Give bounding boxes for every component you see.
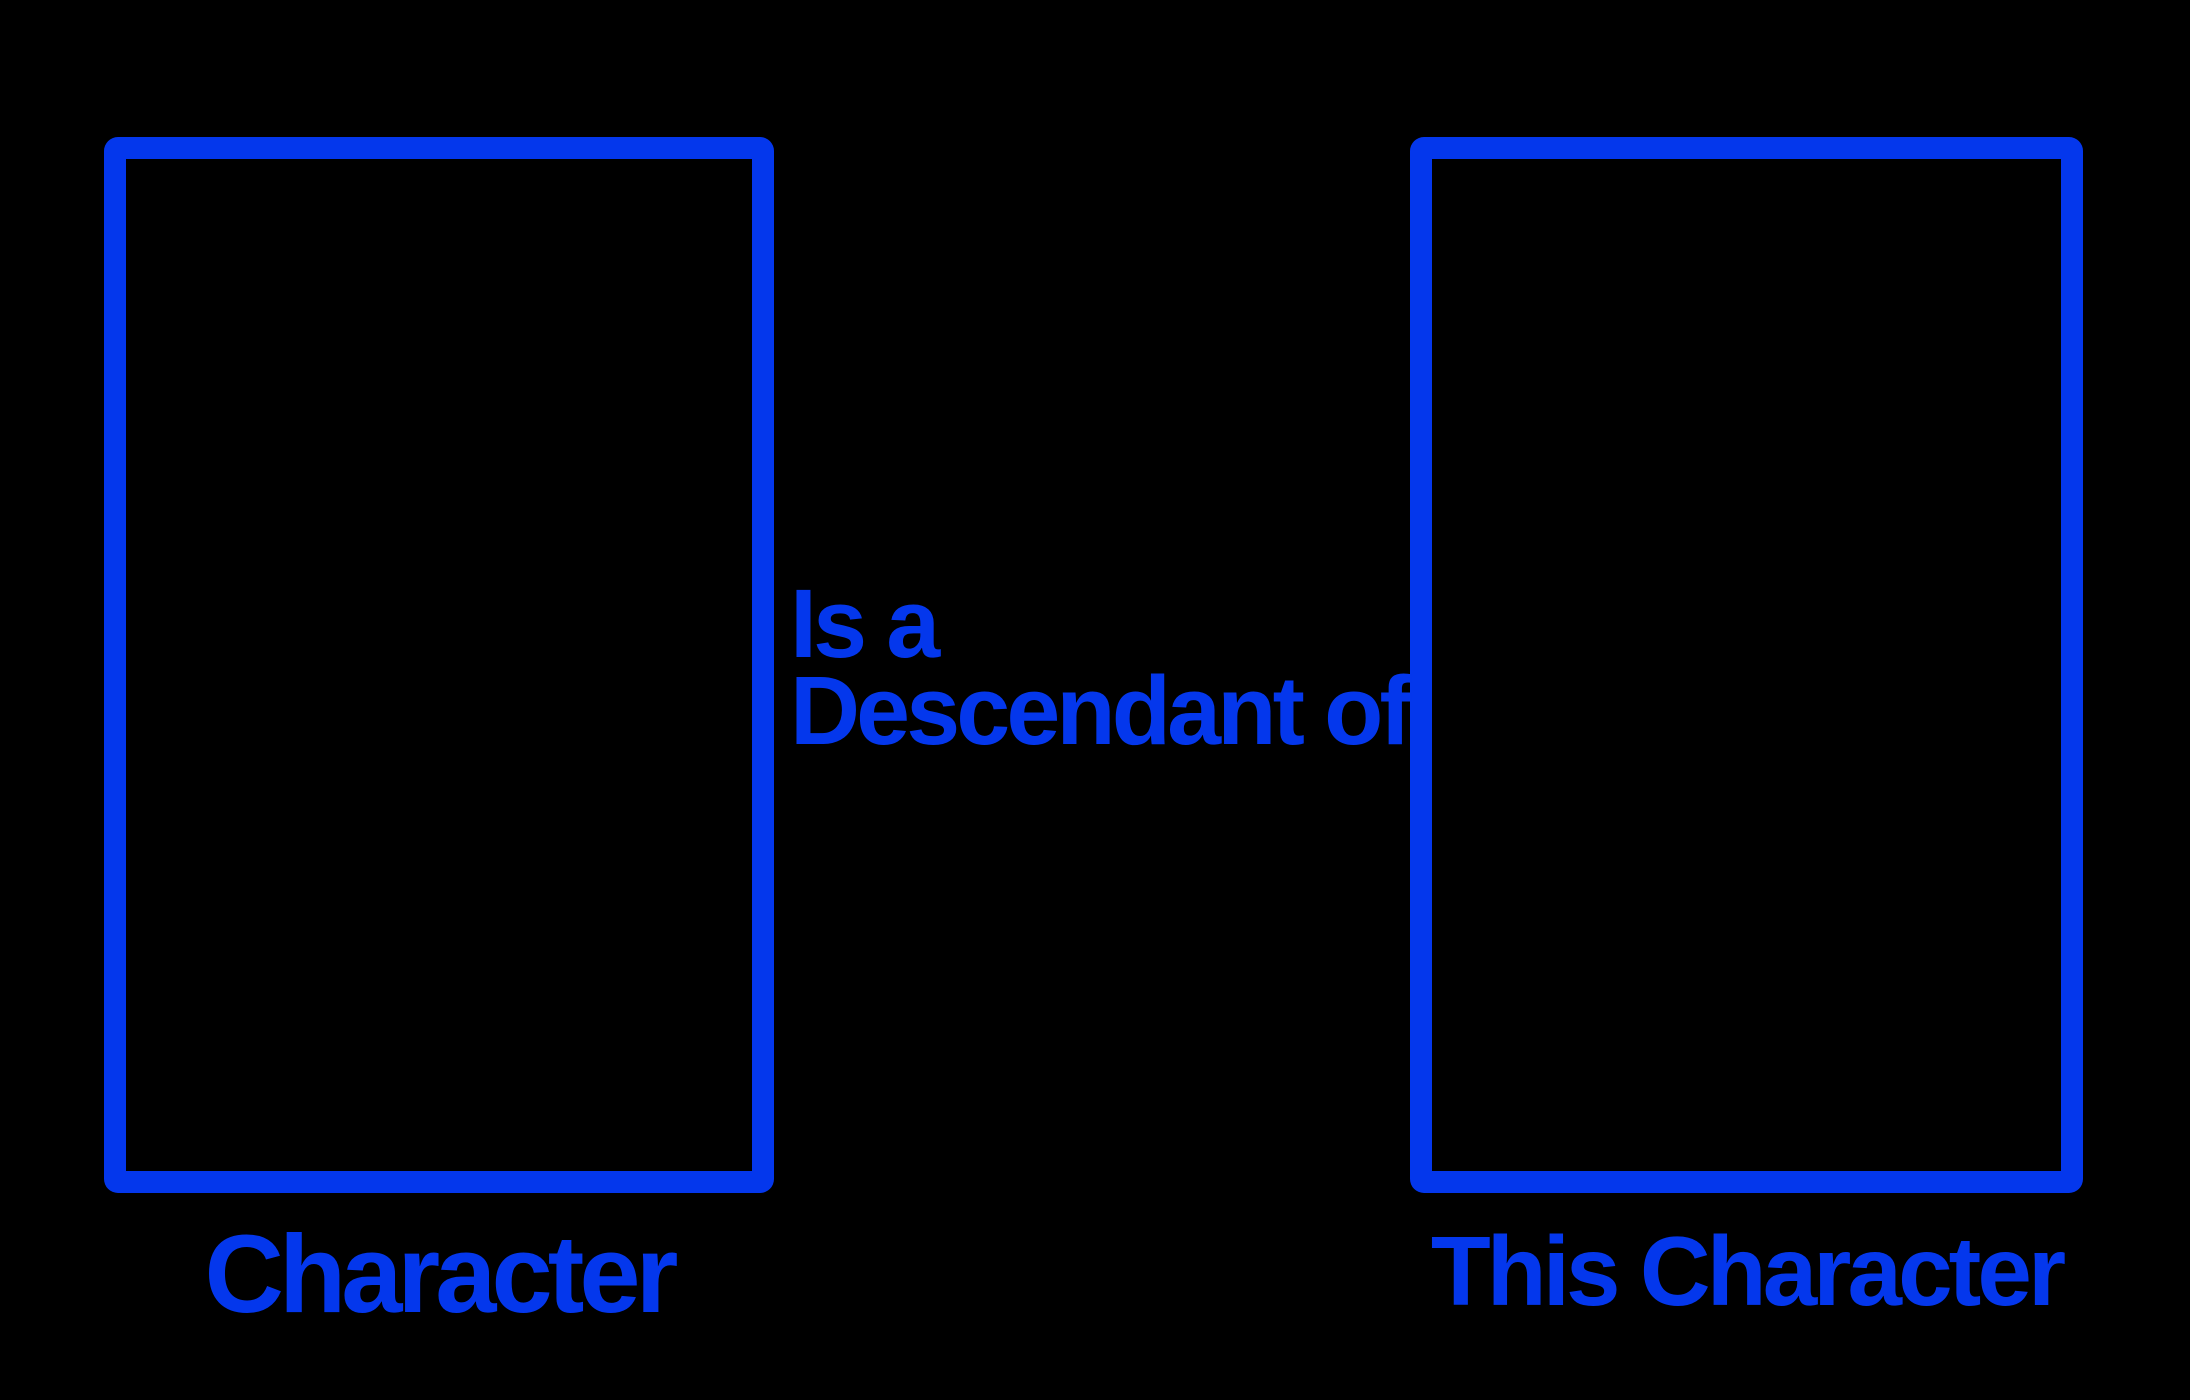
relationship-line1: Is a bbox=[790, 569, 940, 678]
left-character-placeholder-box bbox=[104, 137, 774, 1193]
left-box-caption: Character bbox=[204, 1213, 678, 1336]
relationship-line2: Descendant of bbox=[790, 656, 1412, 765]
right-character-placeholder-box bbox=[1410, 137, 2083, 1193]
relationship-label: Is a Descendant of bbox=[790, 569, 1412, 765]
right-box-caption: This Character bbox=[1430, 1216, 2066, 1326]
